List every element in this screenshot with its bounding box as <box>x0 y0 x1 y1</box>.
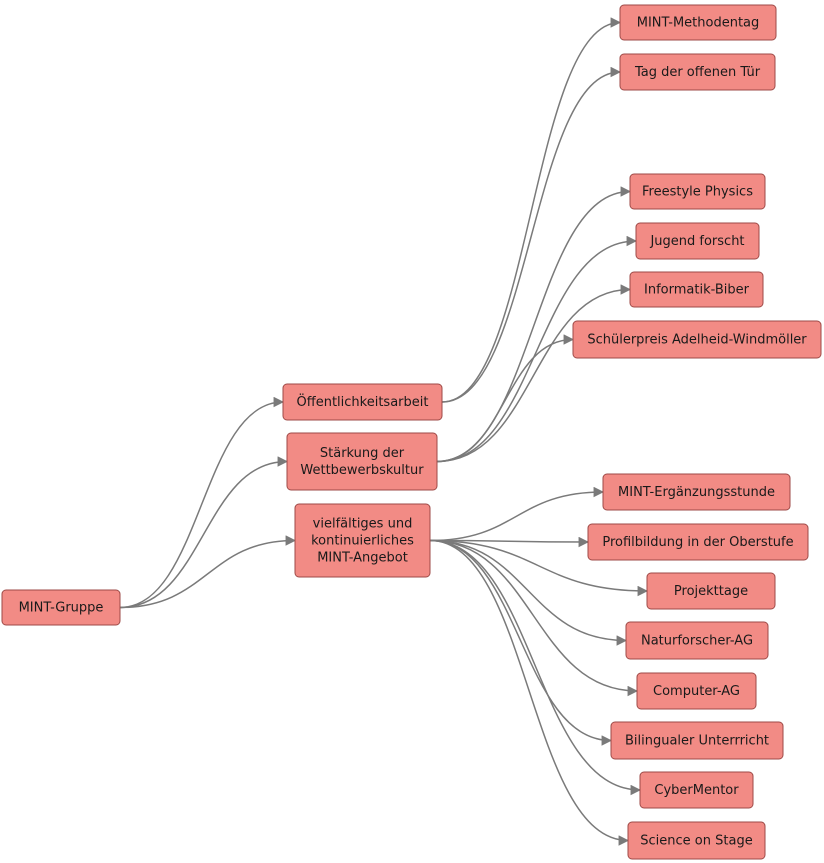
node-leaf-2-3-label: Informatik-Biber <box>644 282 750 297</box>
node-leaf-3-6-label: Bilingualer Unterrricht <box>625 733 769 748</box>
edge-branch-3-to-leaf-8 <box>429 539 630 846</box>
node-leaf-2-2-label: Jugend forscht <box>649 234 744 249</box>
node-leaf-3-4[interactable]: Naturforscher-AG <box>625 621 769 660</box>
node-branch-2-box <box>286 432 438 491</box>
node-leaf-2-1[interactable]: Freestyle Physics <box>629 173 766 210</box>
node-branch-1-box <box>282 383 443 421</box>
edge-branch-3-to-leaf-6 <box>429 539 613 746</box>
node-leaf-2-4[interactable]: Schülerpreis Adelheid-Windmöller <box>572 320 822 359</box>
edge-branch-2-to-leaf-4 <box>436 334 575 463</box>
node-leaf-2-1-label: Freestyle Physics <box>642 184 753 199</box>
node-leaf-3-7-box <box>639 771 754 809</box>
node-leaf-3-8[interactable]: Science on Stage <box>627 821 766 860</box>
node-leaf-1-2[interactable]: Tag der offenen Tür <box>619 53 776 91</box>
node-leaf-1-1-box <box>619 4 777 41</box>
node-leaf-3-2-box <box>587 523 809 561</box>
edge-branch-2-to-leaf-2 <box>436 235 638 463</box>
node-branch-3-box <box>294 503 431 578</box>
node-leaf-3-6-box <box>610 721 784 760</box>
node-leaf-2-2[interactable]: Jugend forscht <box>635 222 760 260</box>
node-leaf-3-6[interactable]: Bilingualer Unterrricht <box>610 721 784 760</box>
node-leaf-3-5-box <box>636 672 757 710</box>
node-leaf-3-7-label: CyberMentor <box>654 783 739 798</box>
node-root[interactable]: MINT-Gruppe <box>1 589 121 626</box>
node-branch-1[interactable]: Öffentlichkeitsarbeit <box>282 383 443 421</box>
node-root-label: MINT-Gruppe <box>19 600 104 615</box>
node-root-box <box>1 589 121 626</box>
edge-branch-3-to-leaf-5 <box>429 539 639 697</box>
edge-branch-2-to-leaf-3 <box>436 284 632 463</box>
node-leaf-3-8-box <box>627 821 766 860</box>
edge-branch-1-to-leaf-2 <box>441 66 622 403</box>
edge-branch-3-to-leaf-4 <box>429 539 628 646</box>
node-leaf-3-4-box <box>625 621 769 660</box>
node-leaf-3-4-label: Naturforscher-AG <box>641 633 753 648</box>
node-leaf-3-3[interactable]: Projekttage <box>646 572 776 610</box>
edge-branch-3-to-leaf-7 <box>429 539 642 796</box>
node-leaf-3-3-box <box>646 572 776 610</box>
node-leaf-3-5[interactable]: Computer-AG <box>636 672 757 710</box>
node-leaf-1-1[interactable]: MINT-Methodentag <box>619 4 777 41</box>
node-leaf-1-2-label: Tag der offenen Tür <box>634 65 761 80</box>
node-branch-1-label: Öffentlichkeitsarbeit <box>297 393 429 410</box>
node-layer: MINT-Gruppe Öffentlichkeitsarbeit MINT-Met… <box>1 4 822 860</box>
edge-branch-3-to-leaf-3 <box>429 539 649 597</box>
node-leaf-3-1-box <box>602 473 791 511</box>
node-leaf-2-2-box <box>635 222 760 260</box>
edge-branch-3-to-leaf-2 <box>429 536 590 548</box>
edge-root-to-branch-3 <box>119 535 297 609</box>
node-leaf-2-3-box <box>629 271 764 308</box>
connector-layer <box>119 17 649 846</box>
node-leaf-3-1[interactable]: MINT-Ergänzungsstunde <box>602 473 791 511</box>
node-leaf-3-1-label: MINT-Ergänzungsstunde <box>618 485 775 500</box>
node-leaf-3-2-label: Profilbildung in der Oberstufe <box>602 535 793 550</box>
edge-root-to-branch-1 <box>119 396 285 609</box>
node-leaf-2-3[interactable]: Informatik-Biber <box>629 271 764 308</box>
node-leaf-1-1-label: MINT-Methodentag <box>637 15 760 30</box>
node-leaf-3-2[interactable]: Profilbildung in der Oberstufe <box>587 523 809 561</box>
node-leaf-2-1-box <box>629 173 766 210</box>
node-leaf-3-7[interactable]: CyberMentor <box>639 771 754 809</box>
node-leaf-3-5-label: Computer-AG <box>653 684 740 699</box>
node-leaf-2-4-label: Schülerpreis Adelheid-Windmöller <box>587 332 807 347</box>
node-leaf-3-3-label: Projekttage <box>674 584 748 599</box>
edge-branch-3-to-leaf-1 <box>429 486 605 542</box>
node-leaf-3-8-label: Science on Stage <box>640 833 752 848</box>
edge-branch-1-to-leaf-1 <box>441 17 622 403</box>
node-leaf-2-4-box <box>572 320 822 359</box>
edge-root-to-branch-2 <box>119 456 289 609</box>
node-leaf-1-2-box <box>619 53 776 91</box>
